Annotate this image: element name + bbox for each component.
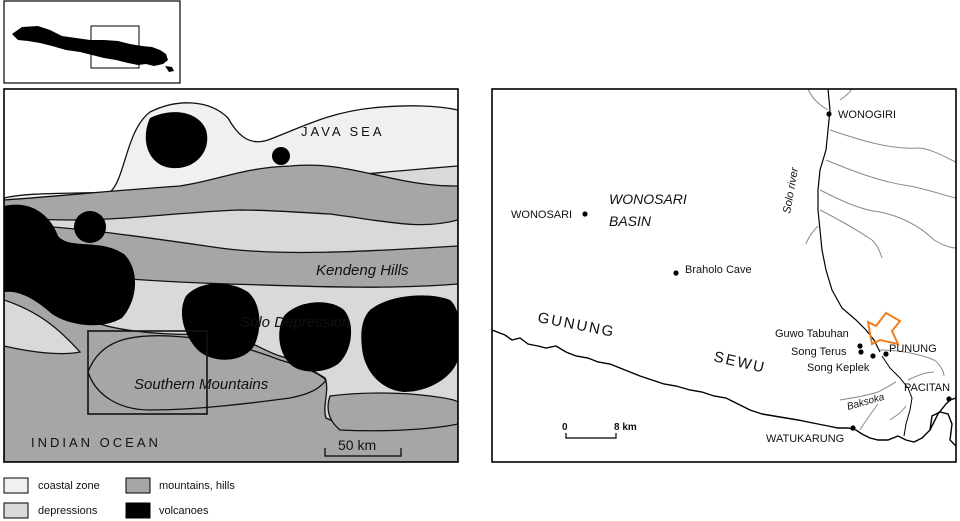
label-braholo-cave: Braholo Cave <box>685 264 752 276</box>
label-punung: PUNUNG <box>889 343 937 355</box>
marker-braholo <box>673 270 679 276</box>
marker-wonogiri <box>826 111 832 117</box>
site-arrow <box>866 311 902 346</box>
scale-label-50km: 50 km <box>338 437 376 453</box>
solo-river <box>817 89 881 353</box>
site-map: WONOGIRI Solo river WONOSARI WONOSARI BA… <box>491 88 957 463</box>
inset-map <box>3 0 181 84</box>
label-watukarung: WATUKARUNG <box>766 433 844 445</box>
label-indian-ocean: INDIAN OCEAN <box>31 435 161 450</box>
legend-swatch-coastal <box>3 477 29 494</box>
volcanoes <box>4 112 458 392</box>
label-song-keplek: Song Keplek <box>807 362 870 374</box>
study-area-box <box>87 330 208 415</box>
site-markers <box>582 111 952 431</box>
scale-bar-left: 50 km <box>324 437 402 457</box>
label-java-sea: JAVA SEA <box>301 124 385 139</box>
marker-guwo-tabuhan <box>857 343 863 349</box>
label-kendeng-hills: Kendeng Hills <box>316 262 409 279</box>
legend-swatch-volcanoes <box>125 502 151 519</box>
label-solo-depression: Solo Depression <box>240 314 350 331</box>
marker-pacitan <box>946 396 952 402</box>
legend-swatch-mountains <box>125 477 151 494</box>
marker-song-keplek <box>870 353 876 359</box>
label-sewu: SEWU <box>712 348 767 376</box>
baksoka-river <box>881 355 913 437</box>
label-southern-mountains: Southern Mountains <box>134 376 269 393</box>
marker-wonosari <box>582 211 588 217</box>
legend-swatch-depressions <box>3 502 29 519</box>
java-silhouette <box>12 26 168 66</box>
label-song-terus: Song Terus <box>791 346 847 358</box>
scale-label-zero: 0 <box>562 422 568 433</box>
label-gunung: GUNUNG <box>536 309 616 341</box>
physiography-map: JAVA SEA Kendeng Hills Solo Depression S… <box>3 88 459 463</box>
legend-volcanoes: volcanoes <box>159 505 209 517</box>
inset-study-box <box>90 25 140 69</box>
label-wonosari-basin-2: BASIN <box>609 213 652 229</box>
right-map-frame <box>491 88 957 463</box>
label-wonogiri: WONOGIRI <box>838 109 896 121</box>
scale-bar-right: 0 8 km <box>562 422 637 439</box>
label-solo-river: Solo river <box>781 165 801 214</box>
marker-song-terus <box>858 349 864 355</box>
scale-label-8km: 8 km <box>614 422 637 433</box>
marker-watukarung <box>850 425 856 431</box>
label-pacitan: PACITAN <box>904 382 950 394</box>
label-wonosari-basin-1: WONOSARI <box>609 191 687 207</box>
tributaries <box>805 89 956 431</box>
label-wonosari: WONOSARI <box>511 209 572 221</box>
coastline <box>492 329 956 443</box>
legend: coastal zone depressions mountains, hill… <box>3 477 235 519</box>
label-guwo-tabuhan: Guwo Tabuhan <box>775 328 849 340</box>
legend-mountains-hills: mountains, hills <box>159 480 235 492</box>
legend-depressions: depressions <box>38 505 98 517</box>
left-map-frame <box>3 88 459 463</box>
marker-punung <box>883 351 889 357</box>
legend-coastal-zone: coastal zone <box>38 480 100 492</box>
